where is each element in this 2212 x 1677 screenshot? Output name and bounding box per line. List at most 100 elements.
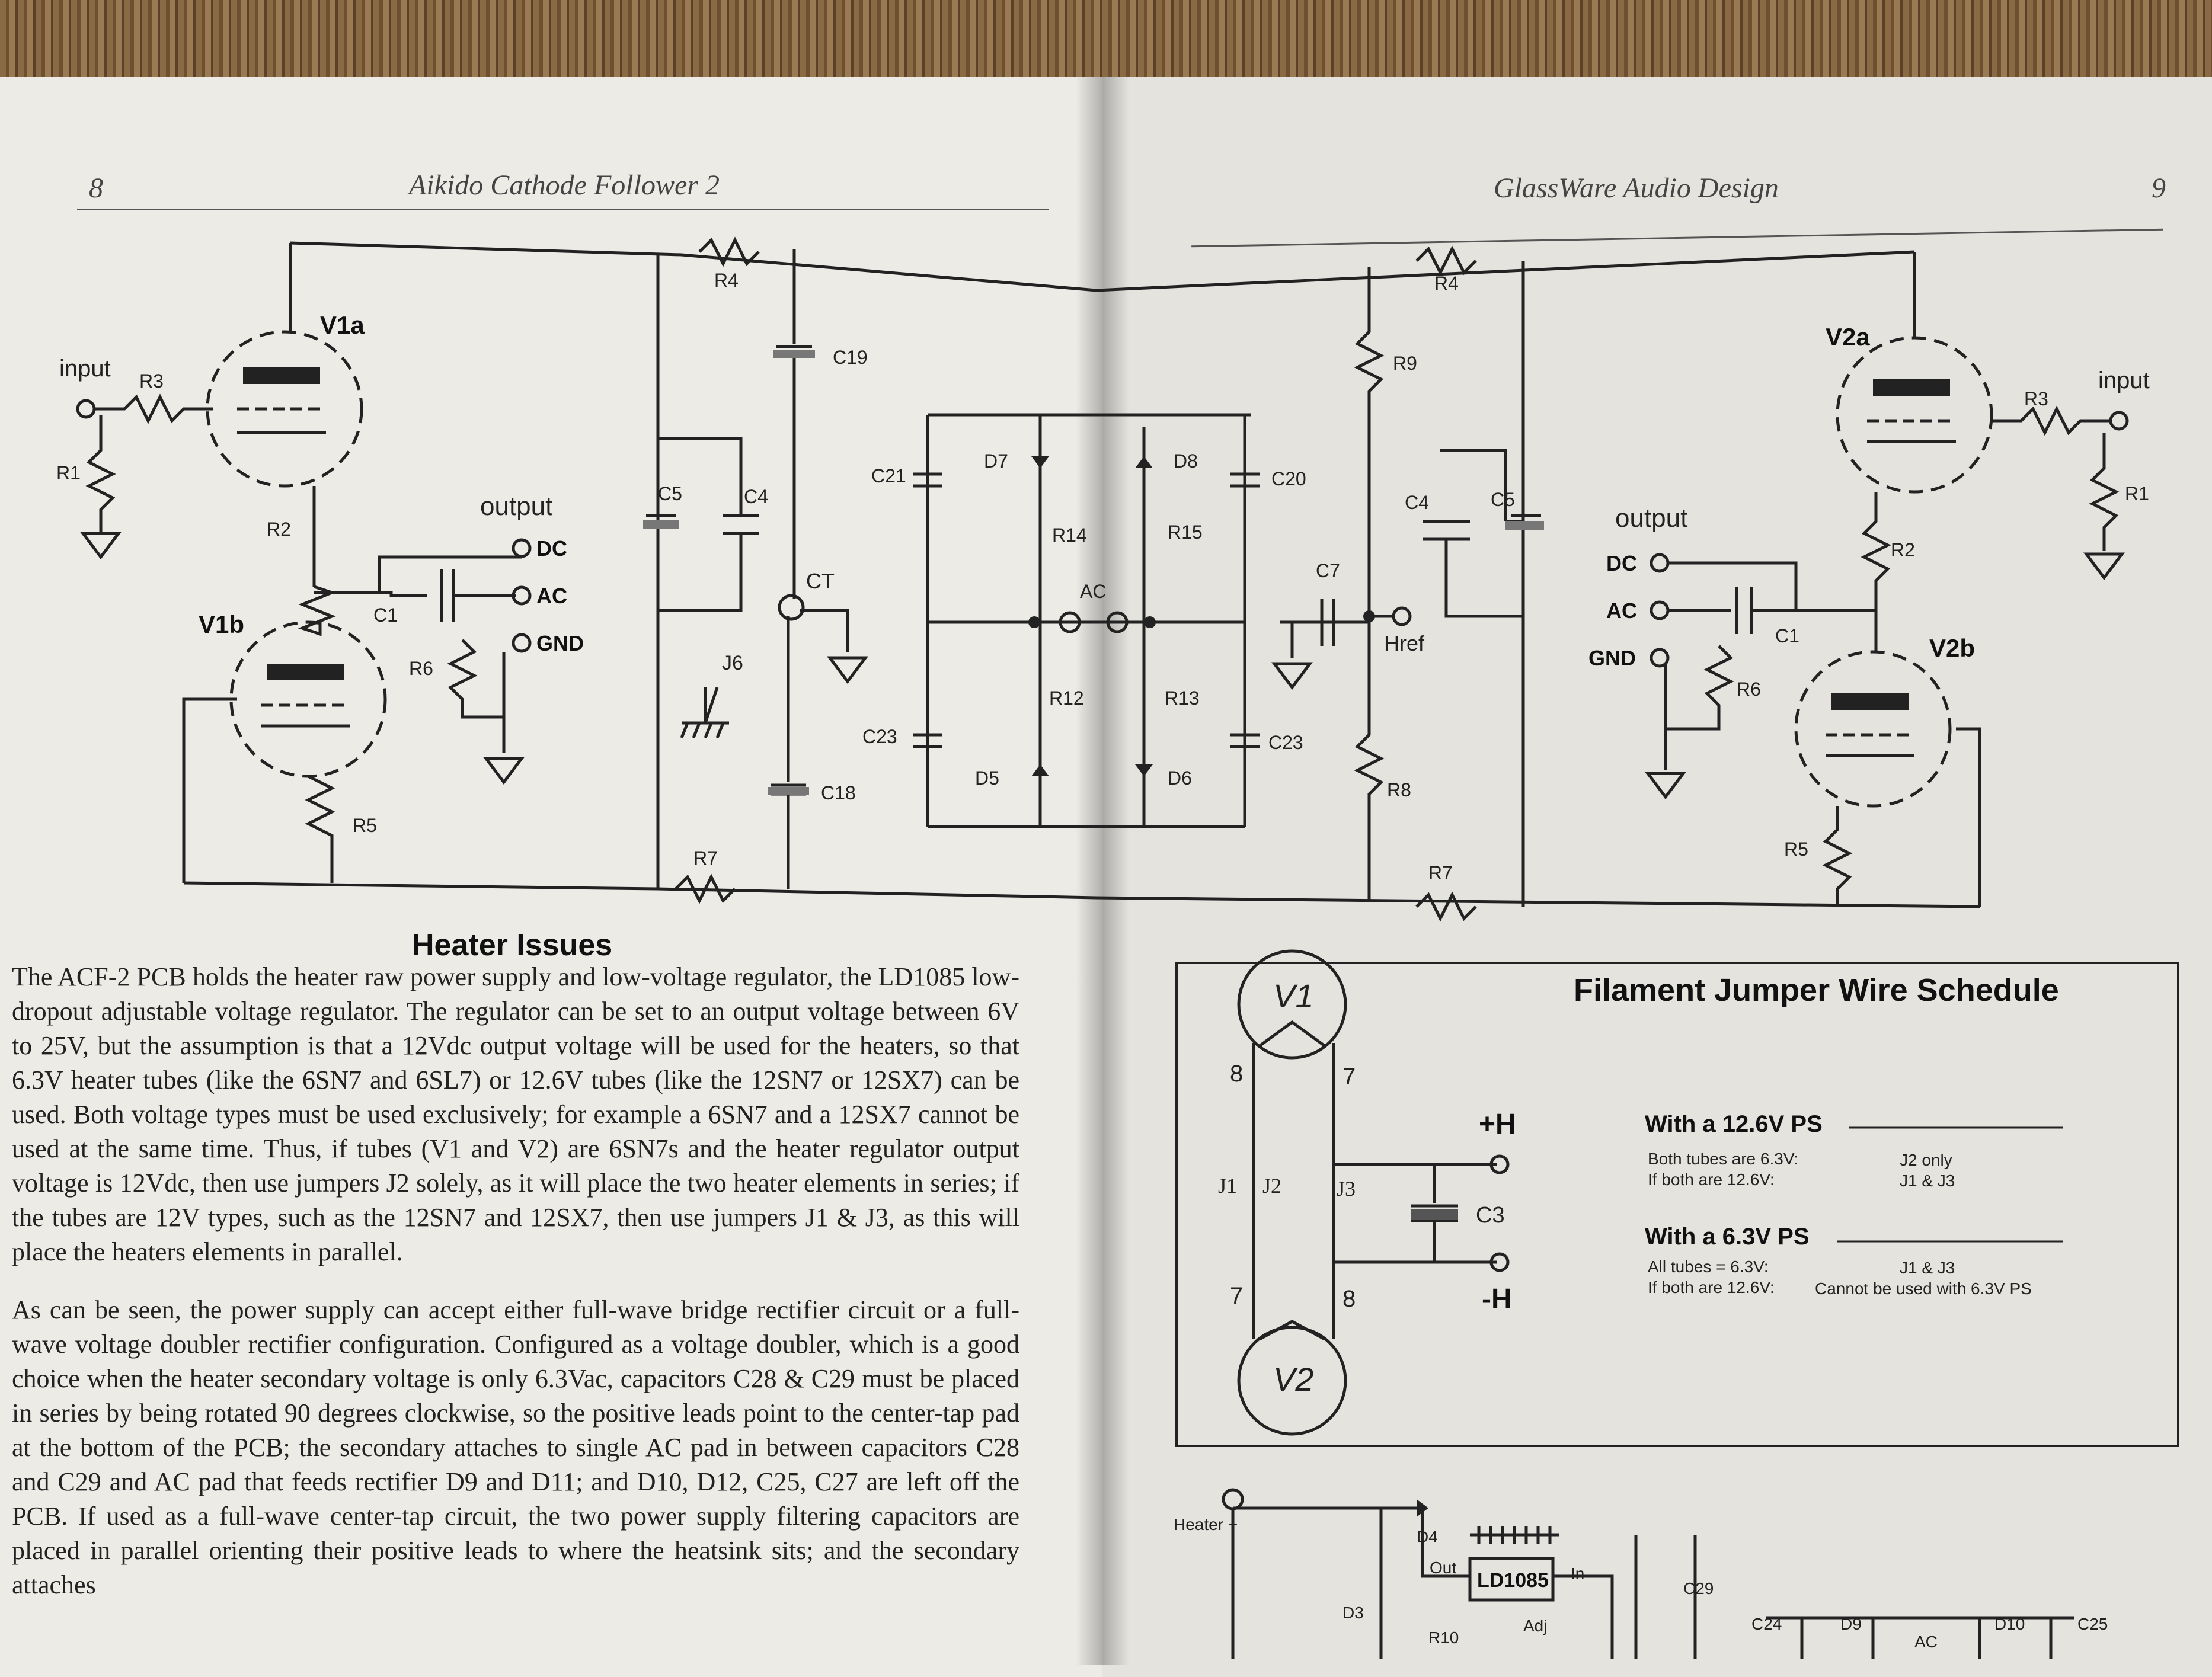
c4-right-label: C4: [1405, 492, 1429, 513]
v1a-label: V1a: [320, 311, 365, 339]
r7-left-label: R7: [693, 847, 718, 869]
heater-issues-heading: Heater Issues: [412, 928, 613, 962]
filament-schedule-title: Filament Jumper Wire Schedule: [1574, 972, 2059, 1008]
right-page: [1102, 77, 2212, 1677]
v2-circle-label: V2: [1273, 1361, 1314, 1398]
r8-label: R8: [1387, 779, 1411, 801]
in-label: In: [1571, 1564, 1585, 1583]
r3-right-label: R3: [2024, 388, 2048, 409]
r10-label: R10: [1428, 1628, 1459, 1647]
c4-left-label: C4: [744, 486, 768, 507]
c21-label: C21: [871, 465, 906, 487]
left-dc-label: DC: [536, 536, 567, 561]
c7-label: C7: [1316, 560, 1340, 581]
d9-label: D9: [1840, 1615, 1862, 1633]
heater-paragraph-2: As can be seen, the power supply can acc…: [12, 1295, 1019, 1599]
section-6v-row2-jumpers: Cannot be used with 6.3V PS: [1815, 1279, 2032, 1298]
filament-jumper-box: [1175, 962, 2179, 1447]
right-ac-label: AC: [1606, 599, 1637, 623]
heater-paragraph-1: The ACF-2 PCB holds the heater raw power…: [12, 962, 1019, 1266]
j1-label: J1: [1218, 1174, 1238, 1198]
tube-v1a-symbol: [206, 330, 363, 488]
c23-left-label: C23: [862, 726, 897, 747]
section-6v-row1-jumpers: J1 & J3: [1900, 1259, 1955, 1277]
section-12v-row1-condition: Both tubes are 6.3V:: [1648, 1150, 1799, 1168]
left-ac-label: AC: [536, 584, 567, 608]
left-output-label: output: [480, 492, 553, 521]
j6-label: J6: [722, 652, 743, 674]
heater-plus-label: Heater +: [1174, 1515, 1238, 1534]
c24-label: C24: [1751, 1615, 1782, 1633]
minus-h-label: -H: [1482, 1284, 1512, 1315]
adj-label: Adj: [1523, 1617, 1548, 1635]
ld1085-label: LD1085: [1477, 1569, 1549, 1592]
r12-label: R12: [1049, 687, 1084, 709]
c23-right-label: C23: [1268, 732, 1303, 753]
c1-left-label: C1: [373, 604, 398, 626]
c18-label: C18: [821, 782, 856, 804]
r15-label: R15: [1168, 521, 1203, 543]
left-gnd-label: GND: [536, 631, 584, 655]
v2a-label: V2a: [1826, 323, 1870, 351]
v2b-label: V2b: [1929, 634, 1976, 662]
left-page-number: 8: [89, 172, 103, 204]
left-input-label: input: [59, 356, 111, 382]
c25-label: C25: [2077, 1615, 2108, 1633]
c5-right-label: C5: [1491, 489, 1515, 510]
section-12v-row1-jumpers: J2 only: [1900, 1151, 1952, 1169]
r5-right-label: R5: [1784, 838, 1808, 860]
booklet-spine: [1076, 77, 1129, 1665]
c5-left-label: C5: [658, 483, 682, 504]
r4-right-label: R4: [1434, 273, 1459, 294]
psu-ac-label: AC: [1914, 1633, 1938, 1651]
plus-h-label: +H: [1479, 1109, 1516, 1140]
r7-right-label: R7: [1428, 862, 1453, 884]
pin7-top-label: 7: [1342, 1064, 1356, 1090]
c19-label: C19: [833, 347, 868, 368]
pin7-bottom-label: 7: [1230, 1283, 1244, 1309]
section-12v-row2-condition: If both are 12.6V:: [1648, 1170, 1775, 1189]
right-input-label: input: [2098, 367, 2150, 393]
r13-label: R13: [1165, 687, 1200, 709]
j3-label: J3: [1337, 1177, 1356, 1201]
out-label: Out: [1430, 1558, 1457, 1577]
ct-label: CT: [806, 569, 835, 593]
c20-label: C20: [1271, 468, 1306, 489]
r9-label: R9: [1393, 353, 1417, 374]
j2-label: J2: [1262, 1174, 1282, 1198]
r6-right-label: R6: [1737, 679, 1761, 700]
r3-left-label: R3: [139, 370, 164, 392]
r1-right-label: R1: [2125, 483, 2149, 504]
right-page-number: 9: [2152, 172, 2166, 204]
d8-label: D8: [1174, 450, 1198, 472]
right-output-label: output: [1615, 504, 1688, 533]
heater-issues-body: The ACF-2 PCB holds the heater raw power…: [12, 960, 1019, 1626]
pin8-top-label: 8: [1230, 1061, 1244, 1087]
section-6v-row1-condition: All tubes = 6.3V:: [1648, 1257, 1769, 1276]
r2-right-label: R2: [1891, 539, 1915, 561]
d3-label: D3: [1342, 1604, 1364, 1622]
d4-label: D4: [1417, 1528, 1438, 1546]
r6-left-label: R6: [409, 658, 433, 679]
r2-left-label: R2: [267, 519, 291, 540]
tube-v2b-symbol: [1794, 650, 1952, 808]
href-label: Href: [1384, 631, 1425, 655]
c3-label: C3: [1476, 1203, 1505, 1228]
center-ac-label: AC: [1080, 581, 1107, 602]
section-6v-row2-condition: If both are 12.6V:: [1648, 1278, 1775, 1297]
d5-label: D5: [975, 767, 999, 789]
right-running-title: GlassWare Audio Design: [1494, 172, 1779, 204]
v1b-label: V1b: [199, 610, 245, 638]
v1-circle-label: V1: [1273, 977, 1314, 1014]
section-12v-row2-jumpers: J1 & J3: [1900, 1172, 1955, 1190]
r1-left-label: R1: [56, 462, 81, 484]
d7-label: D7: [984, 450, 1008, 472]
c29-label: C29: [1683, 1579, 1714, 1598]
section-6v-title: With a 6.3V PS: [1645, 1224, 1810, 1250]
right-gnd-label: GND: [1588, 646, 1636, 670]
d10-label: D10: [1994, 1615, 2025, 1633]
tube-v1b-symbol: [229, 620, 387, 778]
r5-left-label: R5: [353, 815, 377, 836]
r4-left-label: R4: [714, 270, 739, 291]
